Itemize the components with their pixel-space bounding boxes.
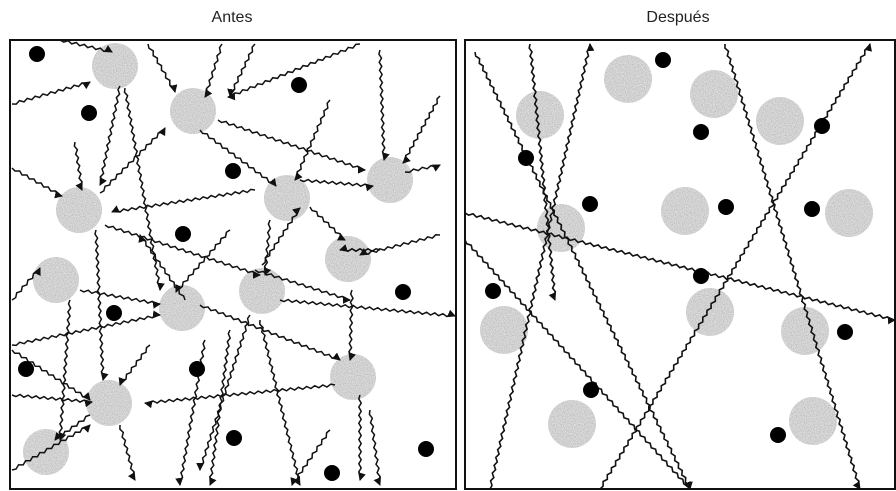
ground-atom-right-3	[518, 150, 534, 166]
photon-arrow-left-29	[200, 305, 340, 360]
excited-atom-left-6-texture	[159, 285, 205, 331]
right-panel-content	[465, 44, 895, 489]
photon-arrow-left-4	[230, 44, 255, 96]
photon-arrow-left-30	[280, 300, 455, 317]
photon-arrow-left-9	[12, 168, 62, 196]
ground-atom-left-6	[106, 305, 122, 321]
ground-atom-left-0	[29, 46, 45, 62]
ground-atom-left-9	[226, 430, 242, 446]
photon-arrow-left-14	[200, 130, 276, 186]
excited-atom-left-5-texture	[33, 257, 79, 303]
ground-atom-right-11	[770, 427, 786, 443]
excited-atom-right-9-texture	[781, 307, 829, 355]
excited-atom-left-4-texture	[367, 157, 413, 203]
excited-atom-right-2-texture	[690, 70, 738, 118]
photon-arrow-left-11	[100, 128, 165, 193]
photon-arrow-left-3	[205, 44, 222, 97]
excited-atom-left-9-texture	[86, 380, 132, 426]
ground-atom-right-0	[655, 52, 671, 68]
ground-atom-left-10	[324, 465, 340, 481]
ground-atom-right-2	[814, 118, 830, 134]
photon-arrow-left-16	[300, 180, 373, 187]
photon-arrow-left-15	[112, 189, 255, 212]
ground-atom-left-1	[81, 105, 97, 121]
ground-atom-left-7	[18, 361, 34, 377]
photon-arrow-left-40	[292, 430, 330, 485]
panel-frame-left	[10, 40, 456, 489]
left-panel-content	[12, 40, 455, 485]
ground-atom-right-6	[804, 201, 820, 217]
excited-atom-left-8-texture	[325, 236, 371, 282]
ground-atom-right-7	[693, 268, 709, 284]
photon-arrow-left-39	[120, 425, 135, 480]
ground-atom-left-4	[175, 226, 191, 242]
ground-atom-right-10	[583, 382, 599, 398]
ground-atom-left-8	[189, 361, 205, 377]
photon-arrow-left-7	[379, 50, 385, 160]
ground-atom-left-3	[225, 163, 241, 179]
excited-atom-right-10-texture	[548, 400, 596, 448]
photon-arrow-left-25	[95, 230, 104, 380]
photon-arrow-left-17	[295, 100, 330, 180]
photon-arrow-left-44	[369, 410, 380, 485]
photon-arrow-left-1	[12, 82, 90, 104]
excited-atom-right-4-texture	[661, 187, 709, 235]
photon-arrow-left-19	[310, 207, 345, 240]
photon-arrow-left-37	[359, 395, 361, 480]
photon-arrow-left-35	[12, 395, 92, 403]
ground-atom-right-8	[485, 283, 501, 299]
excited-atom-left-2-texture	[56, 187, 102, 233]
ground-atom-left-11	[418, 441, 434, 457]
photon-arrow-left-12	[100, 86, 120, 185]
photon-arrow-left-28	[80, 290, 160, 305]
photon-arrow-left-10	[74, 142, 82, 190]
ground-atom-left-2	[291, 77, 307, 93]
ground-atom-right-5	[718, 199, 734, 215]
excited-atom-left-7-texture	[239, 268, 285, 314]
excited-atom-right-5-texture	[825, 189, 873, 237]
ground-atom-right-1	[693, 124, 709, 140]
ground-atom-right-4	[582, 196, 598, 212]
ground-atom-left-5	[395, 284, 411, 300]
photon-arrow-left-18	[405, 165, 440, 172]
photon-arrow-left-43	[260, 320, 300, 485]
excited-atom-left-10-texture	[330, 354, 376, 400]
photon-arrow-left-41	[180, 340, 206, 485]
excited-atom-left-1-texture	[170, 88, 216, 134]
photon-arrow-left-42	[210, 330, 230, 485]
photon-arrow-left-24	[265, 220, 271, 275]
photon-arrow-left-34	[12, 315, 160, 346]
excited-atom-right-7-texture	[686, 288, 734, 336]
photon-arrow-left-32	[120, 345, 150, 385]
photon-arrow-left-2	[148, 44, 175, 92]
ground-atom-right-9	[837, 324, 853, 340]
excited-atom-left-0-texture	[92, 43, 138, 89]
excited-atom-right-3-texture	[756, 97, 804, 145]
photon-arrow-left-26	[59, 300, 70, 440]
photon-arrow-left-36	[145, 384, 335, 404]
excited-atom-right-11-texture	[789, 397, 837, 445]
excited-atom-right-1-texture	[604, 55, 652, 103]
photon-arrow-left-6	[218, 120, 365, 170]
photon-arrow-left-8	[403, 96, 440, 163]
